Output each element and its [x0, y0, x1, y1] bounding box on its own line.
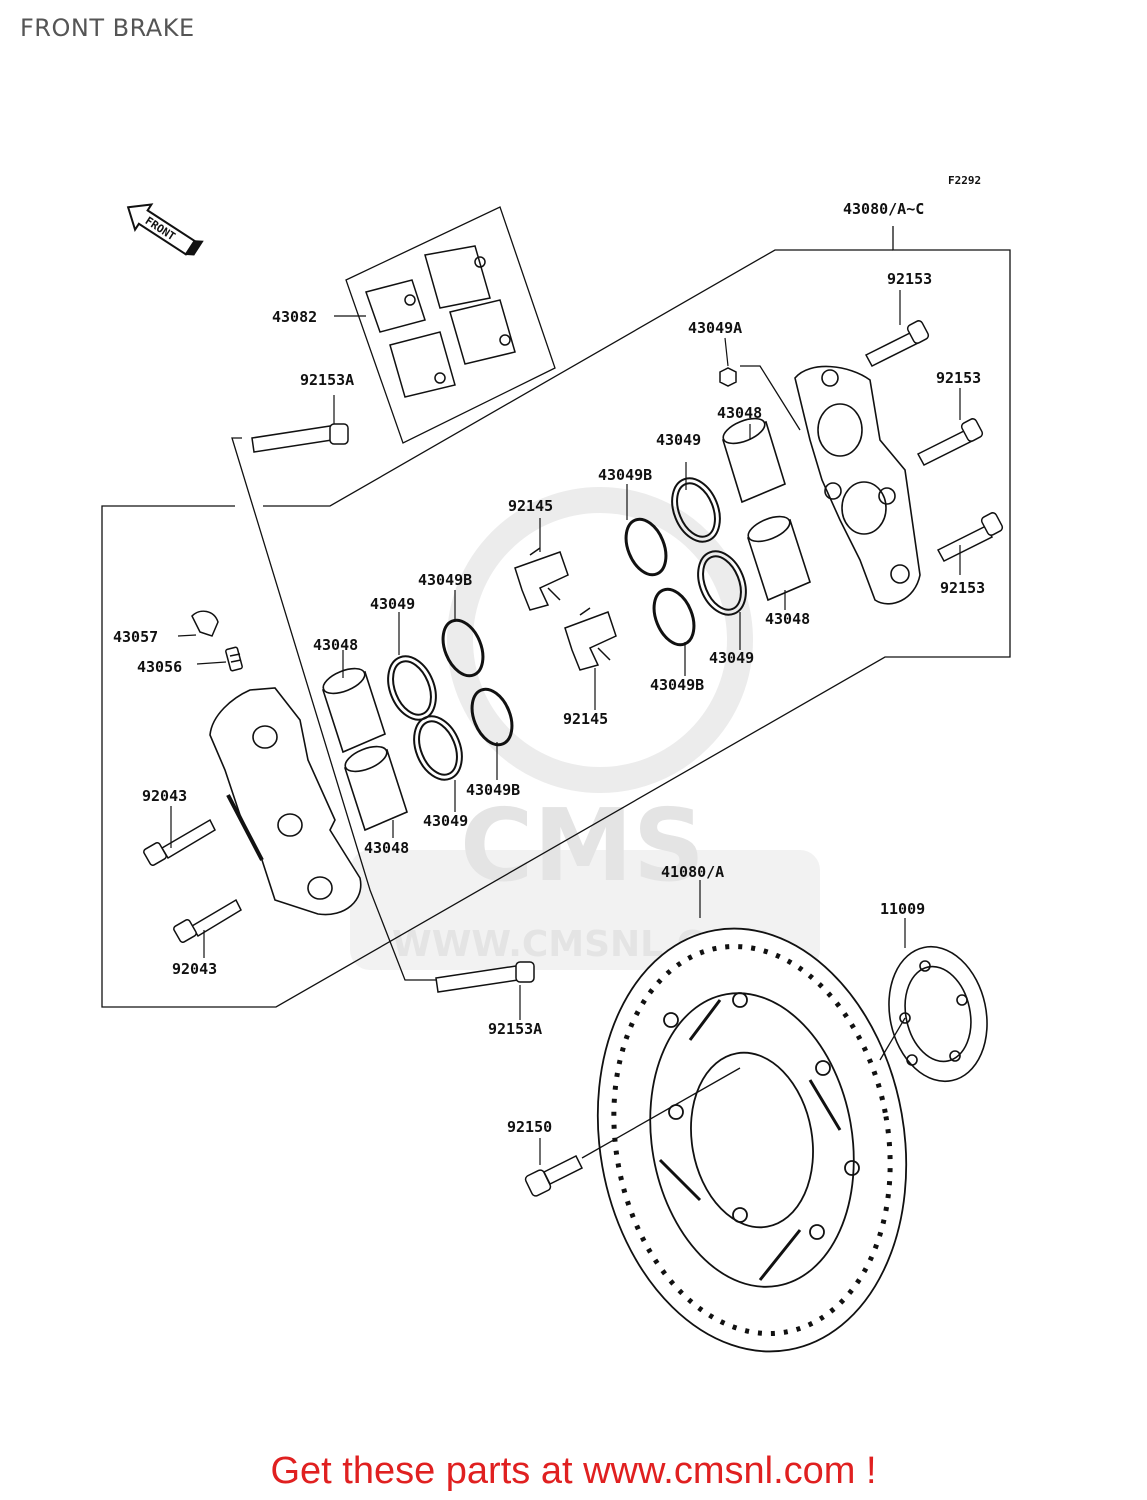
label-43049-r1: 43049: [656, 431, 701, 449]
label-92153-mid: 92153: [936, 369, 981, 387]
label-41080: 41080/A: [661, 863, 724, 881]
footer-promo-text: Get these parts at www.cmsnl.com !: [270, 1450, 877, 1492]
label-43048-r2: 43048: [765, 610, 810, 628]
assembly-frame-link: [263, 249, 893, 507]
label-92145-lower: 92145: [563, 710, 608, 728]
label-43057: 43057: [113, 628, 158, 646]
brake-pad-icon: [365, 245, 516, 398]
label-43048-r1: 43048: [717, 404, 762, 422]
label-11009: 11009: [880, 900, 925, 918]
watermark-brand: CMS: [460, 787, 705, 904]
label-92153-top: 92153: [887, 270, 932, 288]
pad-spring-icon: [564, 607, 617, 671]
label-92150: 92150: [507, 1118, 552, 1136]
dust-seal-icon: [441, 618, 485, 678]
brake-disc-icon: [596, 927, 908, 1353]
label-92043-upper: 92043: [142, 787, 187, 805]
assembly-frame-right: [101, 226, 1011, 1008]
dust-seal-icon: [652, 587, 696, 647]
bolt-icon: [916, 418, 984, 466]
label-43049b-l2: 43049B: [466, 781, 520, 799]
label-43080: 43080/A~C: [843, 200, 924, 218]
label-43048-l2: 43048: [364, 839, 409, 857]
bolt-icon: [864, 320, 930, 367]
page-title: FRONT BRAKE: [20, 14, 195, 42]
label-43049b-r1: 43049B: [598, 466, 652, 484]
figure-code: F2292: [948, 174, 981, 187]
leader-lines: [170, 290, 961, 1165]
piston-seal-icon: [413, 715, 463, 781]
label-43049a: 43049A: [688, 319, 742, 337]
label-43048-l1: 43048: [313, 636, 358, 654]
pad-set-box: [345, 206, 556, 444]
label-43049-l2: 43049: [423, 812, 468, 830]
label-92153-low: 92153: [940, 579, 985, 597]
piston-icon: [747, 515, 811, 602]
label-92043-lower: 92043: [172, 960, 217, 978]
label-92153a-upper: 92153A: [300, 371, 354, 389]
label-43056: 43056: [137, 658, 182, 676]
bolt-icon: [524, 1154, 584, 1197]
exploded-view-diagram: CMS WWW.CMSNL.COM F2292 FRONT: [101, 174, 1011, 1353]
bleed-valve-icon: [225, 646, 243, 672]
dust-seal-icon: [624, 517, 668, 577]
caliper-right-half-icon: [794, 365, 921, 605]
shim-plate-icon: [888, 945, 988, 1083]
label-92153a-lower: 92153A: [488, 1020, 542, 1038]
piston-icon: [344, 745, 408, 832]
cap-nut-icon: [719, 367, 737, 387]
label-43049-l1: 43049: [370, 595, 415, 613]
bolt-icon: [435, 961, 535, 993]
label-43049-r2: 43049: [709, 649, 754, 667]
piston-icon: [322, 667, 386, 754]
pad-spring-icon: [514, 547, 569, 611]
label-43082: 43082: [272, 308, 317, 326]
bolt-icon: [173, 898, 242, 943]
piston-icon: [722, 417, 786, 504]
valve-cap-icon: [191, 610, 219, 637]
label-43049b-l1: 43049B: [418, 571, 472, 589]
bolt-icon: [936, 512, 1004, 562]
label-43049b-r2: 43049B: [650, 676, 704, 694]
label-92145-upper: 92145: [508, 497, 553, 515]
piston-seal-icon: [697, 550, 747, 616]
caliper-left-half-icon: [209, 687, 362, 916]
front-arrow-icon: FRONT: [126, 203, 204, 256]
piston-seal-icon: [387, 655, 437, 721]
bolt-icon: [251, 423, 349, 453]
dust-seal-icon: [470, 687, 514, 747]
bolt-icon: [143, 818, 216, 866]
